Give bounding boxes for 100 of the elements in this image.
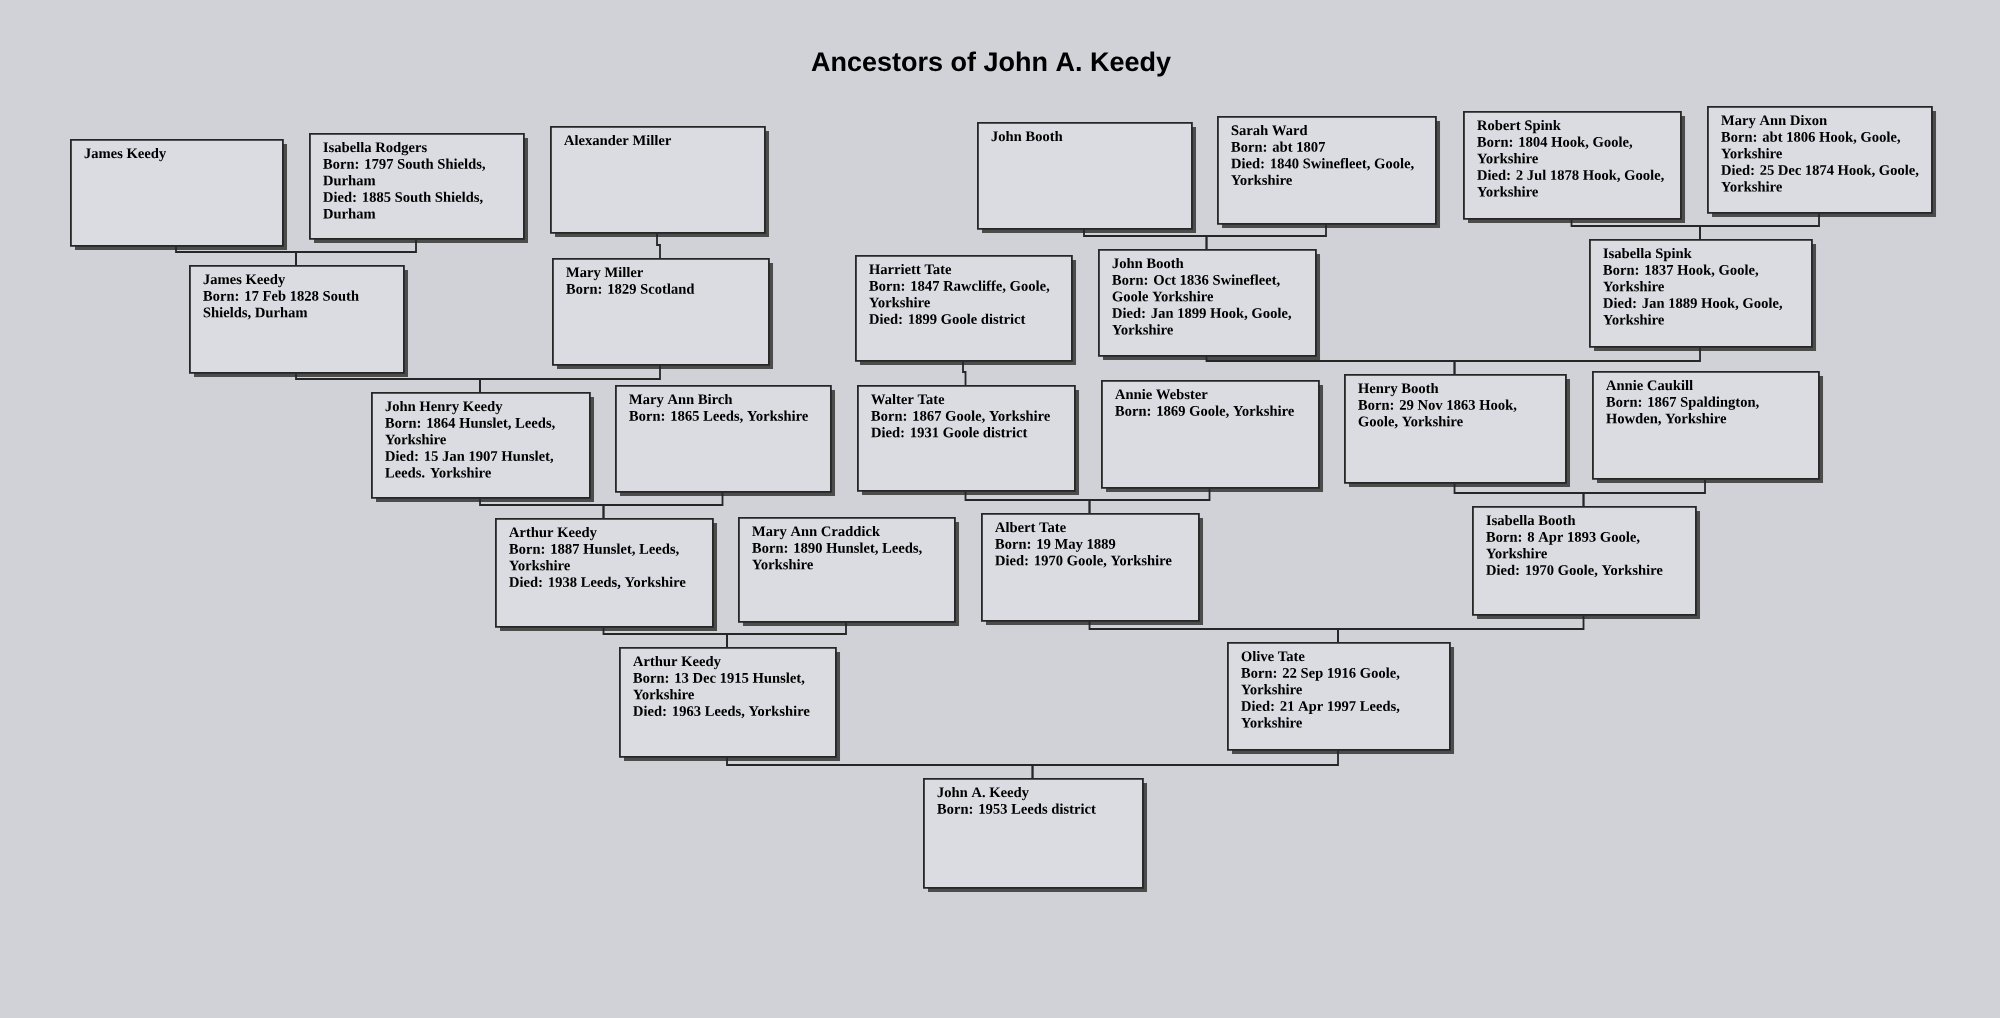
- birth-info: Born: 1890 Hunslet, Leeds, Yorkshire: [752, 542, 922, 570]
- person-box: [923, 778, 1147, 892]
- person-box: [619, 647, 840, 761]
- birth-info: Born: 1847 Rawcliffe, Goole, Yorkshire: [869, 280, 1050, 308]
- person-name: Sarah Ward: [1231, 124, 1308, 136]
- birth-info: Born: 1887 Hunslet, Leeds, Yorkshire: [509, 543, 679, 571]
- person-box: [70, 139, 287, 250]
- death-info: Died: 1938 Leeds, Yorkshire: [509, 576, 686, 590]
- death-info: Died: Jan 1889 Hook, Goole, Yorkshire: [1603, 297, 1783, 325]
- person-box: [550, 126, 769, 237]
- death-info: Died: 1970 Goole, Yorkshire: [1486, 564, 1663, 578]
- connector-line: [1031, 749, 1339, 779]
- birth-info: Born: 17 Feb 1828 South Shields, Durham: [203, 290, 359, 320]
- person-box: [615, 385, 835, 496]
- person-box: [1344, 374, 1570, 487]
- birth-info: Born: 19 May 1889: [995, 538, 1116, 552]
- death-info: Died: 1963 Leeds, Yorkshire: [633, 705, 810, 719]
- person-name: John Henry Keedy: [385, 400, 503, 415]
- person-box: [738, 517, 959, 626]
- birth-info: Born: 1804 Hook, Goole, Yorkshire: [1477, 136, 1633, 164]
- birth-info: Born: 1829 Scotland: [566, 283, 695, 294]
- person-box: [981, 513, 1203, 625]
- connector-line: [1088, 487, 1211, 514]
- connector-line: [1582, 478, 1706, 507]
- connector-line: [962, 360, 967, 386]
- death-info: Died: 1931 Goole district: [871, 427, 1028, 438]
- person-box: [1589, 239, 1817, 351]
- person-name: Walter Tate: [871, 393, 945, 405]
- connector-line: [479, 364, 661, 393]
- person-box: [1227, 642, 1454, 754]
- person-box: [857, 385, 1079, 495]
- person-name: Arthur Keedy: [509, 526, 597, 541]
- death-info: Died: 21 Apr 1997 Leeds, Yorkshire: [1241, 700, 1400, 728]
- person-box: [1217, 116, 1440, 228]
- connector-line: [1453, 346, 1701, 375]
- person-name: Annie Webster: [1115, 388, 1208, 400]
- connector-line: [726, 621, 847, 648]
- person-name: Mary Ann Craddick: [752, 525, 881, 540]
- death-info: Died: 1885 South Shields, Durham: [323, 191, 483, 219]
- birth-info: Born: 1864 Hunslet, Leeds, Yorkshire: [385, 417, 555, 445]
- birth-info: Born: abt 1807: [1231, 141, 1326, 152]
- birth-info: Born: 1797 South Shields, Durham: [323, 158, 485, 186]
- connector-line: [656, 232, 661, 259]
- birth-info: Born: 1869 Goole, Yorkshire: [1115, 405, 1294, 418]
- person-name: Mary Ann Birch: [629, 393, 733, 408]
- person-name: Isabella Rodgers: [323, 141, 427, 156]
- person-box: [552, 258, 773, 369]
- death-info: Died: 2 Jul 1878 Hook, Goole, Yorkshire: [1477, 169, 1664, 197]
- person-name: Isabella Booth: [1486, 514, 1576, 526]
- person-name: Alexander Miller: [564, 134, 672, 146]
- birth-info: Born: Oct 1836 Swinefleet, Goole Yorkshire: [1112, 274, 1280, 302]
- person-box: [1707, 106, 1936, 217]
- person-name: Robert Spink: [1477, 119, 1561, 134]
- person-name: Henry Booth: [1358, 382, 1439, 397]
- death-info: Died: 15 Jan 1907 Hunslet, Leeds. Yorkshire: [385, 450, 554, 478]
- person-box: [1098, 249, 1320, 360]
- death-info: Died: 1840 Swinefleet, Goole, Yorkshire: [1231, 158, 1414, 185]
- person-box: [309, 133, 528, 243]
- person-name: Arthur Keedy: [633, 655, 721, 670]
- death-info: Died: Jan 1899 Hook, Goole, Yorkshire: [1112, 307, 1292, 335]
- person-name: Mary Ann Dixon: [1721, 114, 1827, 129]
- birth-info: Born: 1953 Leeds district: [937, 803, 1096, 814]
- birth-info: Born: 22 Sep 1916 Goole, Yorkshire: [1241, 667, 1400, 695]
- birth-info: Born: 1837 Hook, Goole, Yorkshire: [1603, 264, 1759, 292]
- person-name: Harriett Tate: [869, 263, 952, 275]
- death-info: Died: 1970 Goole, Yorkshire: [995, 555, 1172, 568]
- person-name: John Booth: [1112, 257, 1184, 269]
- person-name: John A. Keedy: [937, 786, 1029, 801]
- connector-line: [1699, 212, 1820, 240]
- person-box: [977, 122, 1196, 233]
- person-box: [1472, 506, 1700, 619]
- person-box: [371, 392, 594, 502]
- person-name: Albert Tate: [995, 521, 1066, 533]
- birth-info: Born: 13 Dec 1915 Hunslet, Yorkshire: [633, 672, 805, 700]
- person-name: John Booth: [991, 130, 1063, 142]
- birth-info: Born: 8 Apr 1893 Goole, Yorkshire: [1486, 531, 1640, 559]
- birth-info: Born: 29 Nov 1863 Hook, Goole, Yorkshire: [1358, 399, 1517, 429]
- connector-line: [295, 238, 417, 266]
- connector-line: [1337, 614, 1585, 643]
- person-name: Annie Caukill: [1606, 379, 1693, 391]
- connector-line: [602, 491, 724, 519]
- person-box: [1463, 111, 1685, 223]
- person-box: [189, 265, 408, 377]
- person-box: [855, 255, 1076, 365]
- person-name: James Keedy: [84, 147, 167, 162]
- person-name: James Keedy: [203, 273, 286, 288]
- person-name: Isabella Spink: [1603, 247, 1692, 262]
- birth-info: Born: 1867 Goole, Yorkshire: [871, 410, 1050, 423]
- person-box: [1101, 380, 1323, 492]
- person-box: [495, 518, 717, 631]
- death-info: Died: 25 Dec 1874 Hook, Goole, Yorkshire: [1721, 164, 1919, 192]
- death-info: Died: 1899 Goole district: [869, 313, 1026, 325]
- birth-info: Born: 1865 Leeds, Yorkshire: [629, 410, 808, 423]
- person-box: [1592, 371, 1823, 483]
- title: Ancestors of John A. Keedy: [811, 51, 1171, 77]
- birth-info: Born: 1867 Spaldington, Howden, Yorkshire: [1606, 396, 1759, 426]
- birth-info: Born: abt 1806 Hook, Goole, Yorkshire: [1721, 131, 1901, 159]
- person-name: Mary Miller: [566, 266, 643, 281]
- person-name: Olive Tate: [1241, 650, 1305, 662]
- connector-line: [1205, 223, 1327, 250]
